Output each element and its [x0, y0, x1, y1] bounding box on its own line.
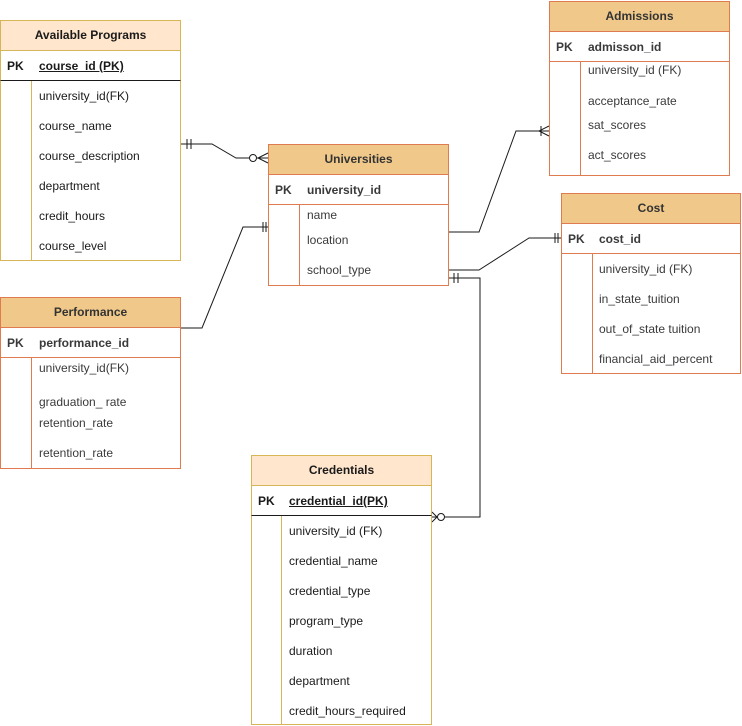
primary-key-row: PK cost_id	[561, 224, 741, 254]
entity-title: Cost	[561, 193, 741, 224]
pk-field: admisson_id	[588, 40, 662, 54]
fields-section: university_id(FK) graduation_ rate reten…	[0, 358, 181, 469]
field: university_id(FK)	[39, 89, 130, 103]
field: out_of_state tuition	[599, 322, 701, 336]
fields-section: university_id (FK) acceptance_rate sat_s…	[549, 62, 730, 176]
pk-label: PK	[275, 183, 292, 197]
field: name	[307, 208, 338, 222]
field: university_id (FK)	[599, 262, 693, 276]
pk-label: PK	[7, 336, 24, 350]
field: school_type	[307, 263, 372, 277]
connector-universities-admissions	[449, 130, 549, 233]
entity-title: Available Programs	[0, 20, 181, 51]
pk-field: course_id (PK)	[39, 59, 124, 73]
field: financial_aid_percent	[599, 352, 713, 366]
pk-label: PK	[568, 232, 585, 246]
pk-field: credential_id(PK)	[289, 494, 388, 508]
entity-title: Universities	[268, 144, 449, 175]
entity-title: Credentials	[251, 455, 432, 486]
field: course_description	[39, 149, 140, 163]
connector-universities-credentials	[432, 277, 481, 518]
pk-field: cost_id	[599, 232, 642, 246]
entity-title: Performance	[0, 297, 181, 328]
field: acceptance_rate	[588, 94, 677, 108]
connector-universities-cost	[449, 237, 561, 271]
primary-key-row: PK admisson_id	[549, 32, 730, 62]
primary-key-row: PK university_id	[268, 175, 449, 205]
field: sat_scores	[588, 118, 647, 132]
pk-field: university_id	[307, 183, 382, 197]
entity-performance[interactable]: Performance PK performance_id university…	[0, 297, 181, 469]
field: retention_rate	[39, 446, 114, 460]
field: department	[39, 179, 100, 193]
pk-field: performance_id	[39, 336, 130, 350]
field: department	[289, 674, 350, 688]
entity-title: Admissions	[549, 1, 730, 32]
pk-label: PK	[7, 59, 24, 73]
fields-section: name location school_type	[268, 205, 449, 286]
field: credential_type	[289, 584, 371, 598]
entity-credentials[interactable]: Credentials PK credential_id(PK) univers…	[251, 455, 432, 725]
field: act_scores	[588, 148, 647, 162]
field: in_state_tuition	[599, 292, 680, 306]
entity-admissions[interactable]: Admissions PK admisson_id university_id …	[549, 1, 730, 176]
field: course_name	[39, 119, 112, 133]
field: credit_hours_required	[289, 704, 406, 718]
entity-available-programs[interactable]: Available Programs PK course_id (PK) uni…	[0, 20, 181, 261]
field: credit_hours	[39, 209, 106, 223]
primary-key-row: PK credential_id(PK)	[251, 486, 432, 516]
field: university_id (FK)	[588, 63, 682, 77]
primary-key-row: PK performance_id	[0, 328, 181, 358]
pk-label: PK	[258, 494, 275, 508]
field: graduation_ rate	[39, 395, 127, 409]
field: university_id (FK)	[289, 524, 383, 538]
fields-section: university_id(FK) course_name course_des…	[0, 81, 181, 261]
connector-performance-universities	[181, 226, 268, 329]
field: credential_name	[289, 554, 378, 568]
fields-section: university_id (FK) credential_name crede…	[251, 516, 432, 725]
field: university_id(FK)	[39, 361, 130, 375]
field: program_type	[289, 614, 364, 628]
entity-cost[interactable]: Cost PK cost_id university_id (FK) in_st…	[561, 193, 741, 374]
fields-section: university_id (FK) in_state_tuition out_…	[561, 254, 741, 374]
pk-label: PK	[556, 40, 573, 54]
entity-universities[interactable]: Universities PK university_id name locat…	[268, 144, 449, 286]
field: retention_rate	[39, 416, 114, 430]
field: course_level	[39, 239, 107, 253]
field: location	[307, 233, 349, 247]
primary-key-row: PK course_id (PK)	[0, 51, 181, 81]
field: duration	[289, 644, 333, 658]
